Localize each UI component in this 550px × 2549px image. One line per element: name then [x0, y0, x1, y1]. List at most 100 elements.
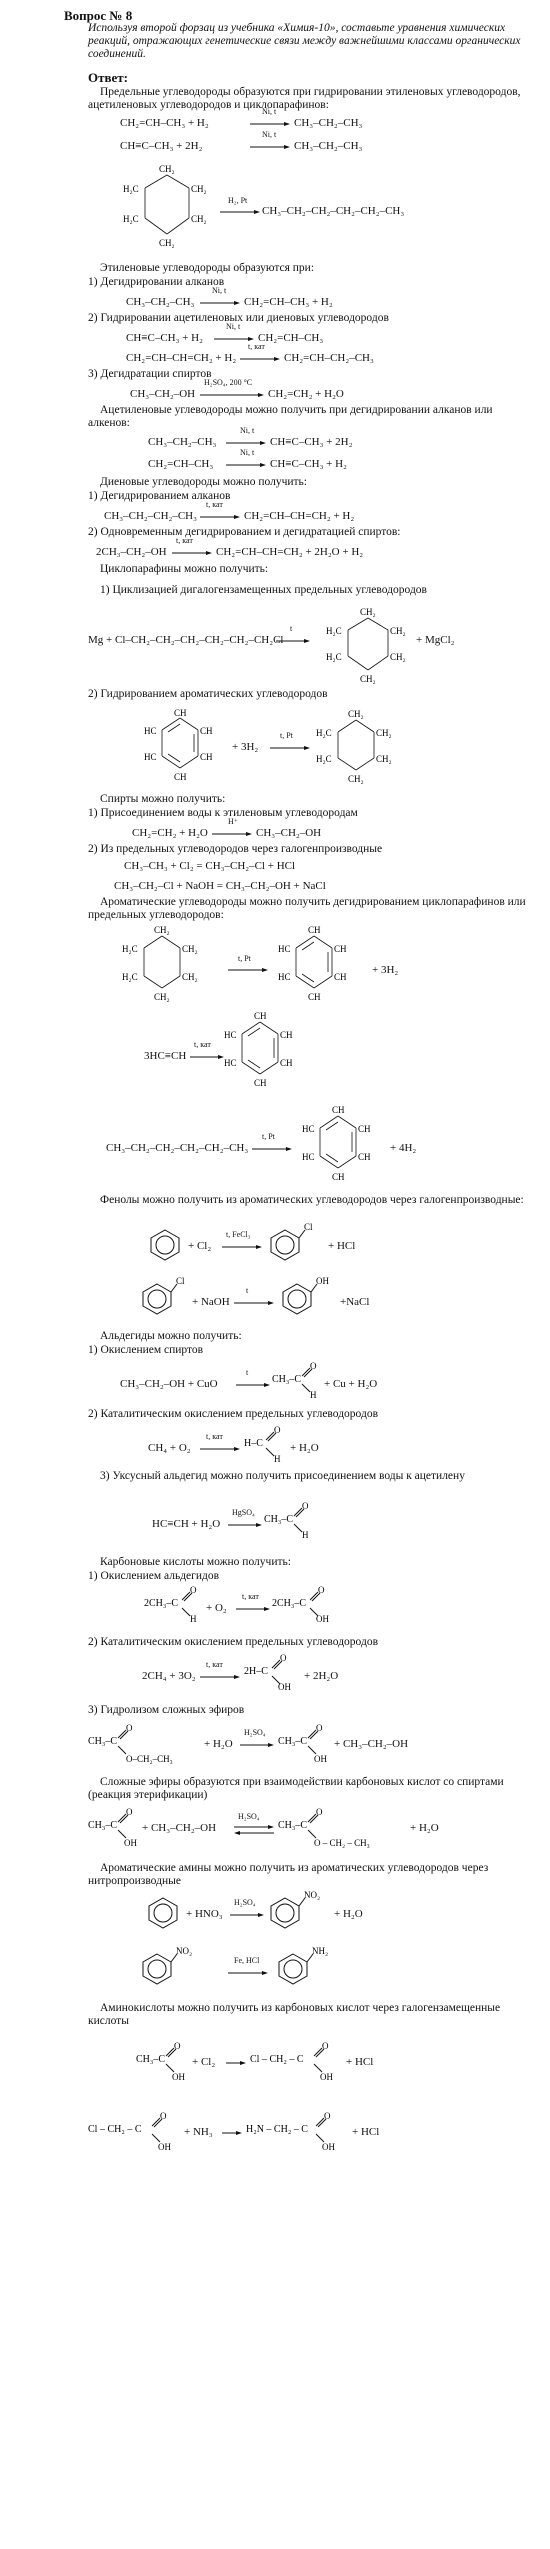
- atom-label: H₂C: [122, 972, 138, 982]
- atom-label: CH: [334, 944, 347, 954]
- atom-label: HC: [224, 1030, 237, 1040]
- s7-e1-cond: t, Pt: [238, 954, 251, 963]
- acetaldehyde: CH₃–COH: [264, 1501, 309, 1540]
- atom-ch2: CH₂: [159, 164, 175, 174]
- atom-ch2: CH₂: [191, 184, 207, 194]
- arrow: [228, 1971, 268, 1975]
- arrow: [200, 515, 240, 519]
- arrow: [236, 1383, 270, 1387]
- atom-ch2: CH₂: [159, 238, 175, 248]
- s13-e1-mid: + Cl₂: [192, 2056, 216, 2068]
- atom-label: CH₂: [348, 709, 364, 719]
- s9-e1-cond: t: [246, 1368, 249, 1377]
- atom-label: O: [324, 2111, 331, 2121]
- s3-e2-left: CH₂=CH–CH₃: [148, 458, 214, 470]
- arrow: [252, 1147, 292, 1151]
- s8-e1-cond: t, FeCl₃: [226, 1230, 251, 1239]
- arrow: [240, 1743, 274, 1747]
- atom-label: CH₂: [182, 972, 198, 982]
- atom-label: HC: [278, 944, 291, 954]
- s10-item1: 1) Окислением альдегидов: [88, 1570, 220, 1582]
- atom-label: H₂N – CH₂ – C: [246, 2124, 308, 2135]
- s2-e3-cond: t, кат: [248, 342, 265, 351]
- atom-label: Cl – CH₂ – C: [88, 2124, 142, 2135]
- s10-e1-mid: + O₂: [206, 1602, 227, 1614]
- atom-label: H: [190, 1614, 197, 1624]
- atom-label: HC: [302, 1124, 315, 1134]
- s2-item1: 1) Дегидрировании алканов: [88, 276, 225, 288]
- arrow: [200, 1675, 240, 1679]
- arrow: [226, 441, 266, 445]
- atom-label: NO₂: [176, 1946, 192, 1956]
- s3-e1-right: CH≡C–CH₃ + 2H₂: [270, 436, 353, 448]
- atom-label: O: [310, 1361, 317, 1371]
- atom-h2c: H₂C: [123, 214, 139, 224]
- s10-item2: 2) Каталитическим окислением предельных …: [88, 1636, 378, 1648]
- atom-label: O: [302, 1501, 309, 1511]
- cyclohexane-1: CH₂ H₂C CH₂ H₂C CH₂ CH₂: [123, 164, 207, 248]
- arrow: [226, 2061, 246, 2065]
- s5-e2-mid: + 3H₂: [232, 741, 259, 753]
- ethyl-acetate: CH₃–COO–CH₂–CH₃: [88, 1723, 173, 1764]
- atom-label: O: [318, 1585, 325, 1595]
- s4-e2-right: CH₂=CH–CH=CH₂ + 2H₂O + H₂: [216, 546, 364, 558]
- s7-e2-cond: t, кат: [194, 1040, 211, 1049]
- atom-label: OH: [320, 2072, 333, 2082]
- aniline: NH₂: [278, 1946, 328, 1985]
- s12-e1-right: + H₂O: [334, 1908, 363, 1920]
- s8-e2-cond: t: [246, 1286, 249, 1295]
- s7-e3-left: CH₃–CH₂–CH₂–CH₂–CH₂–CH₃: [106, 1142, 249, 1154]
- atom-label: CH: [174, 772, 187, 782]
- atom-label: H₂C: [316, 728, 332, 738]
- s2-intro: Этиленовые углеводороды образуются при:: [100, 262, 315, 274]
- arrow: [240, 357, 280, 361]
- s6-item1: 1) Присоединением воды к этиленовым угле…: [88, 807, 358, 819]
- atom-label: CH₃–C: [278, 1736, 307, 1747]
- atom-label: CH₂: [348, 774, 364, 784]
- s6-e1-left: CH₂=CH₂ + H₂O: [132, 827, 208, 839]
- s6-e1-cond: H⁺: [228, 817, 238, 826]
- s4-e2-cond: t, кат: [176, 536, 193, 545]
- s1-eq1-arrow: [250, 122, 290, 126]
- s2-e3-right: CH₂=CH–CH₂–CH₃: [284, 352, 374, 364]
- s2-e2-right: CH₂=CH–CH₃: [258, 332, 324, 344]
- s9-e1-left: CH₃–CH₂–OH + CuO: [120, 1378, 218, 1390]
- s9-e3-left: HC≡CH + H₂O: [152, 1518, 221, 1530]
- s1-eq1-left: CH₂=CH–CH₃ + H₂: [120, 117, 209, 129]
- s1-eq3-arrow: [220, 210, 260, 214]
- nitrobenzene: NO₂: [142, 1946, 192, 1985]
- s5-e1-left: Mg + Cl–CH₂–CH₂–CH₂–CH₂–CH₂–CH₂Cl: [88, 634, 284, 646]
- s10-e3-cond: H₂SO₄: [244, 1728, 266, 1737]
- s4-intro: Диеновые углеводороды можно получить:: [100, 476, 307, 488]
- s2-e4-cond: H₂SO₄, 200 °C: [204, 378, 253, 387]
- s2-item2: 2) Гидрировании ацетиленовых или диеновы…: [88, 312, 389, 324]
- atom-label: CH₂: [360, 607, 376, 617]
- s6-e2: CH₃–CH₃ + Cl₂ = CH₃–CH₂–Cl + HCl: [124, 860, 296, 872]
- atom-label: CH: [358, 1152, 371, 1162]
- s10-e3-right: + CH₃–CH₂–OH: [334, 1738, 409, 1750]
- s9-intro: Альдегиды можно получить:: [100, 1330, 242, 1342]
- atom-label: O: [160, 2111, 167, 2121]
- atom-label: OH: [278, 1682, 291, 1692]
- atom-label: 2H–C: [244, 1666, 268, 1677]
- s7-e1-right: + 3H₂: [372, 964, 399, 976]
- arrow: [234, 1301, 274, 1305]
- atom-label: O: [274, 1425, 281, 1435]
- s10-e3-mid: + H₂O: [204, 1738, 233, 1750]
- atom-label: CH₃–C: [278, 1820, 307, 1831]
- arrow: [236, 1607, 270, 1611]
- benzene-ring: [150, 1229, 180, 1261]
- s2-e1-right: CH₂=CH–CH₃ + H₂: [244, 296, 333, 308]
- atom-h2c: H₂C: [123, 184, 139, 194]
- arrow: [228, 968, 268, 972]
- atom-label: CH₂: [154, 992, 170, 1002]
- arrow: [172, 551, 212, 555]
- chlorobenzene: Cl: [270, 1222, 313, 1261]
- s10-e2-left: 2CH₄ + 3O₂: [142, 1670, 196, 1682]
- atom-label: CH₂: [390, 626, 406, 636]
- s7-e3-cond: t, Pt: [262, 1132, 275, 1141]
